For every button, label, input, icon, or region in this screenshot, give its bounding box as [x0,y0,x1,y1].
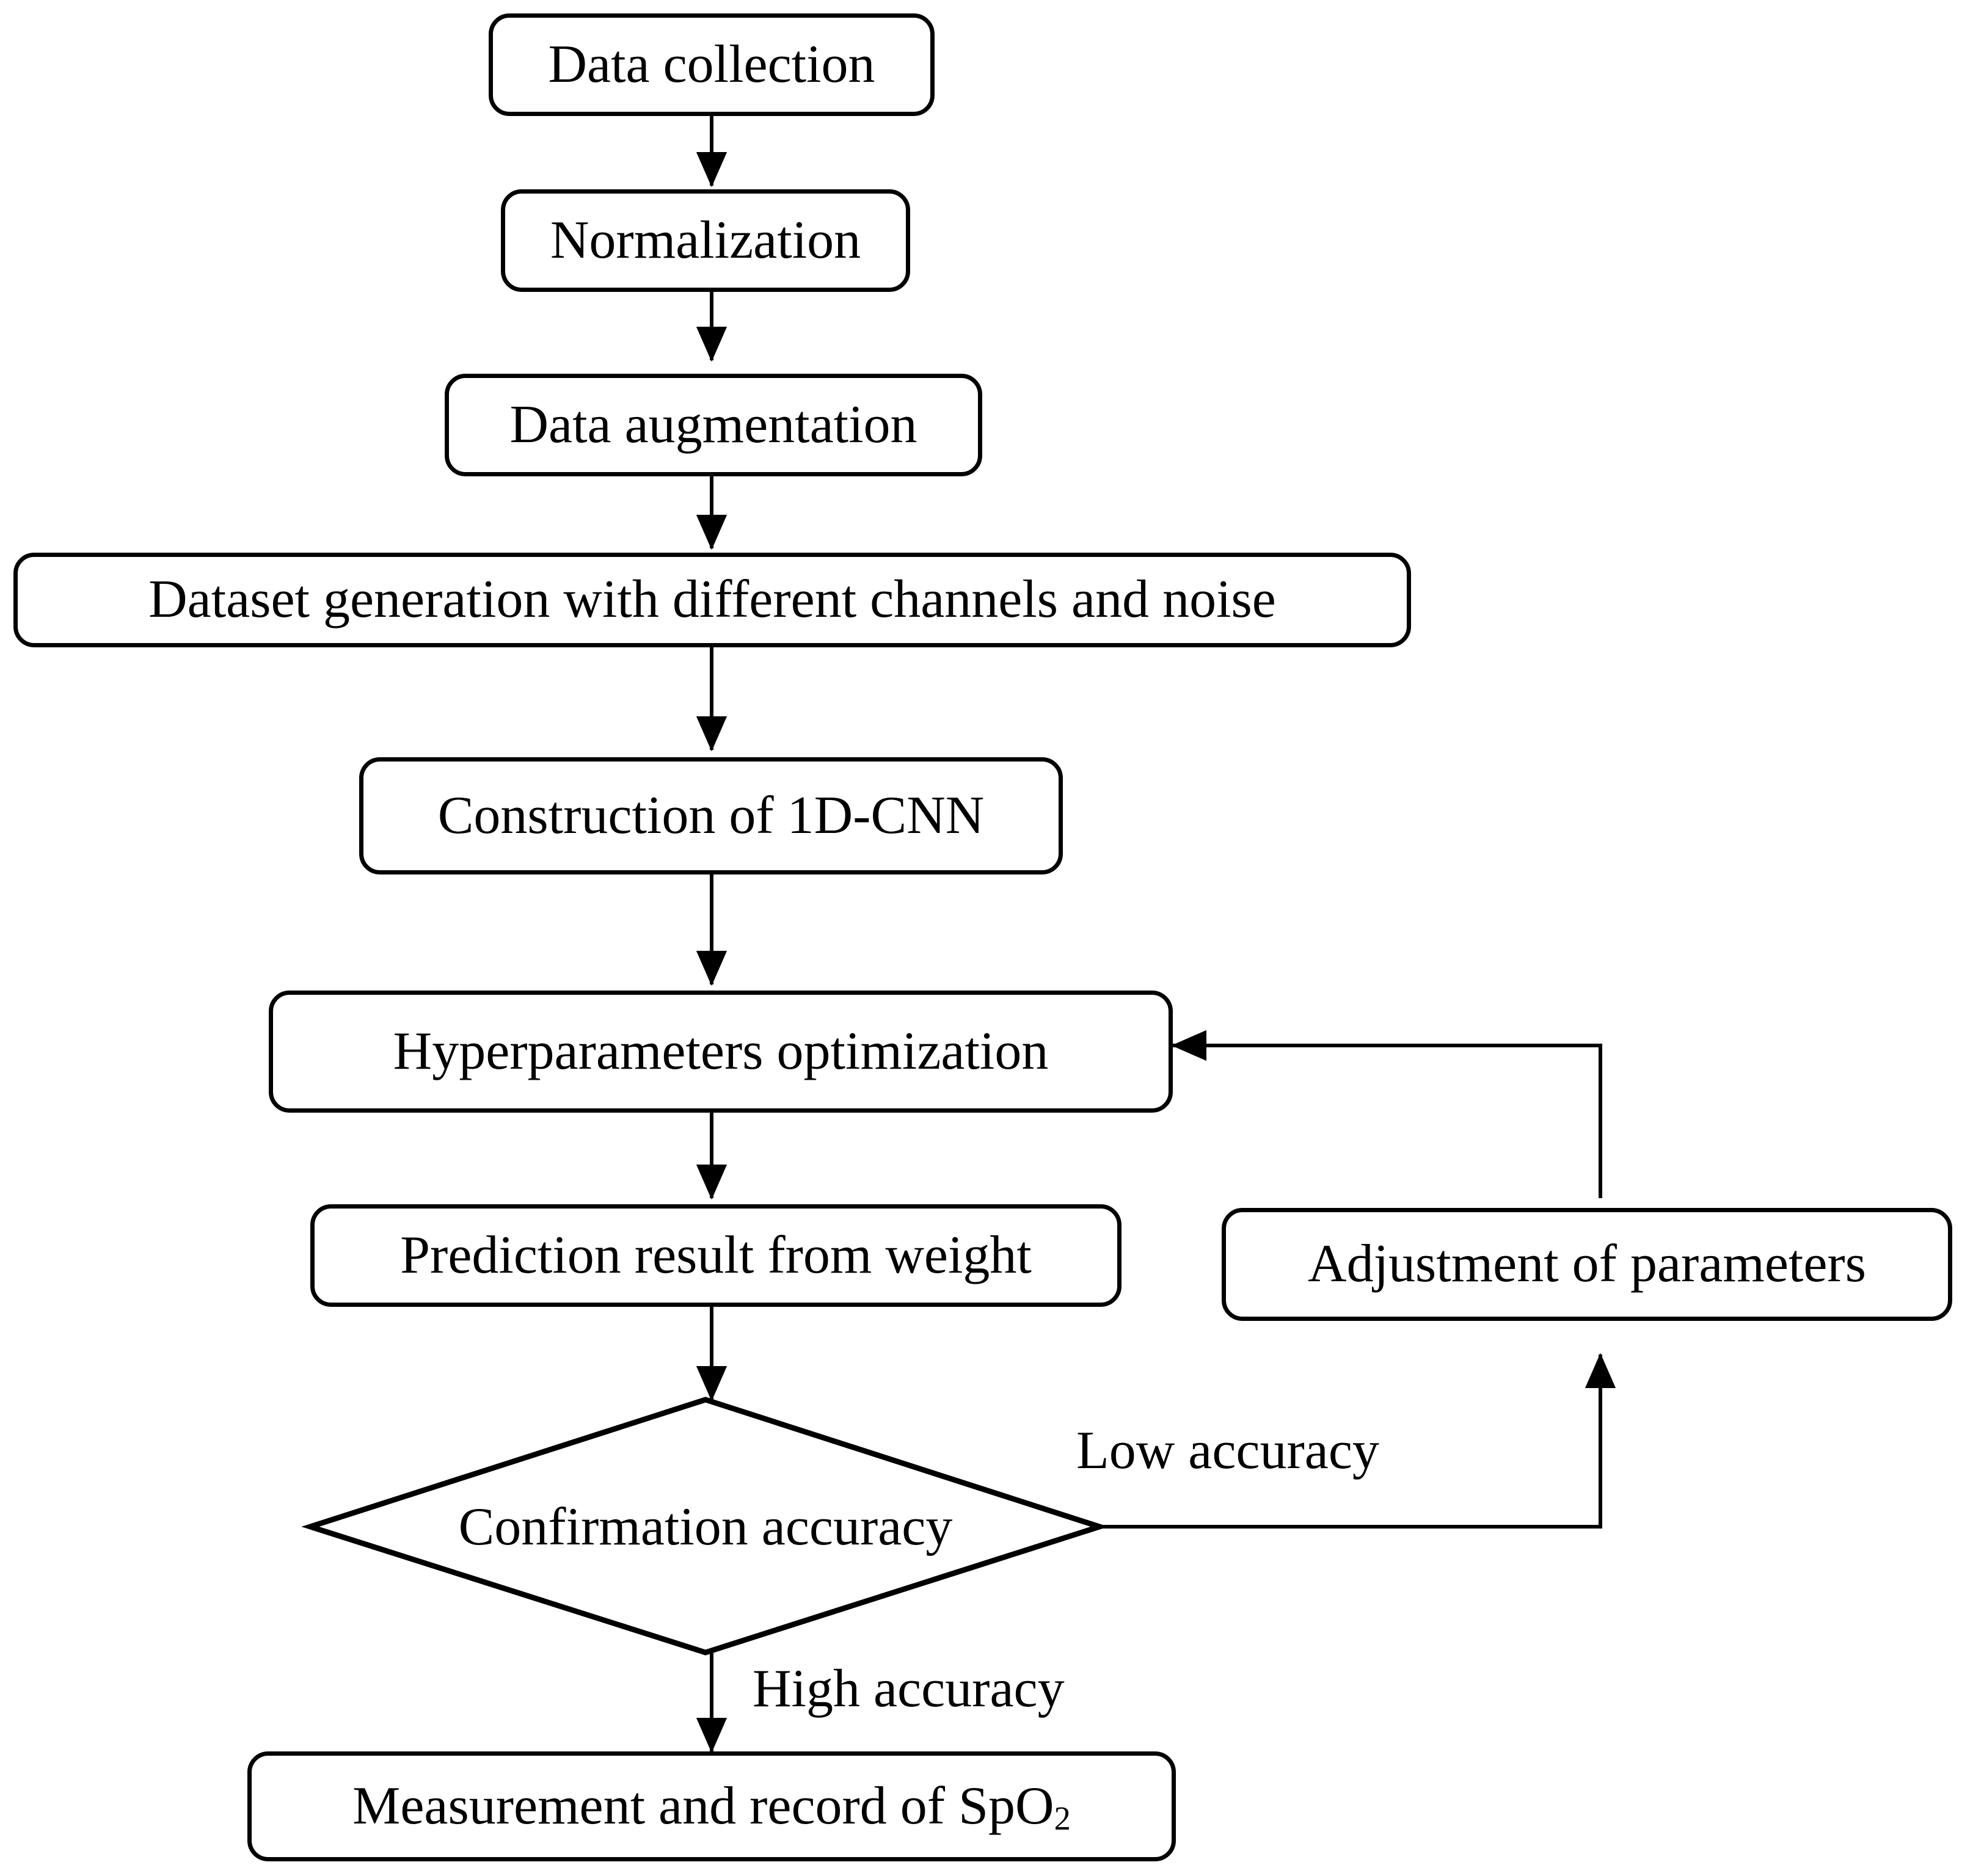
node-label-data-collection: Data collection [548,34,875,94]
node-label-construction-1d-cnn: Construction of 1D-CNN [437,785,985,845]
high-accuracy-text: High accuracy [753,1659,1065,1718]
node-label-data-augmentation: Data augmentation [509,394,917,454]
node-dataset-generation[interactable]: Dataset generation with different channe… [13,553,1411,647]
node-construction-1d-cnn[interactable]: Construction of 1D-CNN [359,757,1063,874]
low-accuracy-text: Low accuracy [1076,1421,1379,1480]
edge-label-high-accuracy: High accuracy [753,1658,1065,1720]
node-label-measurement-text: Measurement and record of SpO [352,1776,1054,1836]
node-normalization[interactable]: Normalization [501,189,910,292]
edge-adjustment-to-hyperparameters [1171,1030,1602,1198]
node-label-adjustment-of-parameters: Adjustment of parameters [1308,1234,1866,1294]
node-label-prediction-result: Prediction result from weight [400,1225,1032,1285]
node-label-hyperparameters-optimization: Hyperparameters optimization [393,1021,1049,1081]
node-label-dataset-generation: Dataset generation with different channe… [148,570,1276,630]
edge-label-low-accuracy: Low accuracy [1076,1420,1379,1482]
node-label-measurement-and-record: Measurement and record of SpO2 [341,1776,1082,1837]
node-hyperparameters-optimization[interactable]: Hyperparameters optimization [269,991,1173,1113]
node-data-augmentation[interactable]: Data augmentation [445,374,982,476]
node-prediction-result[interactable]: Prediction result from weight [310,1204,1121,1307]
spo2-subscript: 2 [1054,1799,1071,1837]
node-adjustment-of-parameters[interactable]: Adjustment of parameters [1222,1208,1952,1321]
node-measurement-and-record[interactable]: Measurement and record of SpO2 [247,1751,1176,1861]
node-data-collection[interactable]: Data collection [489,13,935,116]
node-label-normalization: Normalization [550,210,861,270]
node-confirmation-accuracy[interactable]: Confirmation accuracy [379,1490,1032,1563]
node-label-confirmation-accuracy: Confirmation accuracy [458,1497,953,1557]
